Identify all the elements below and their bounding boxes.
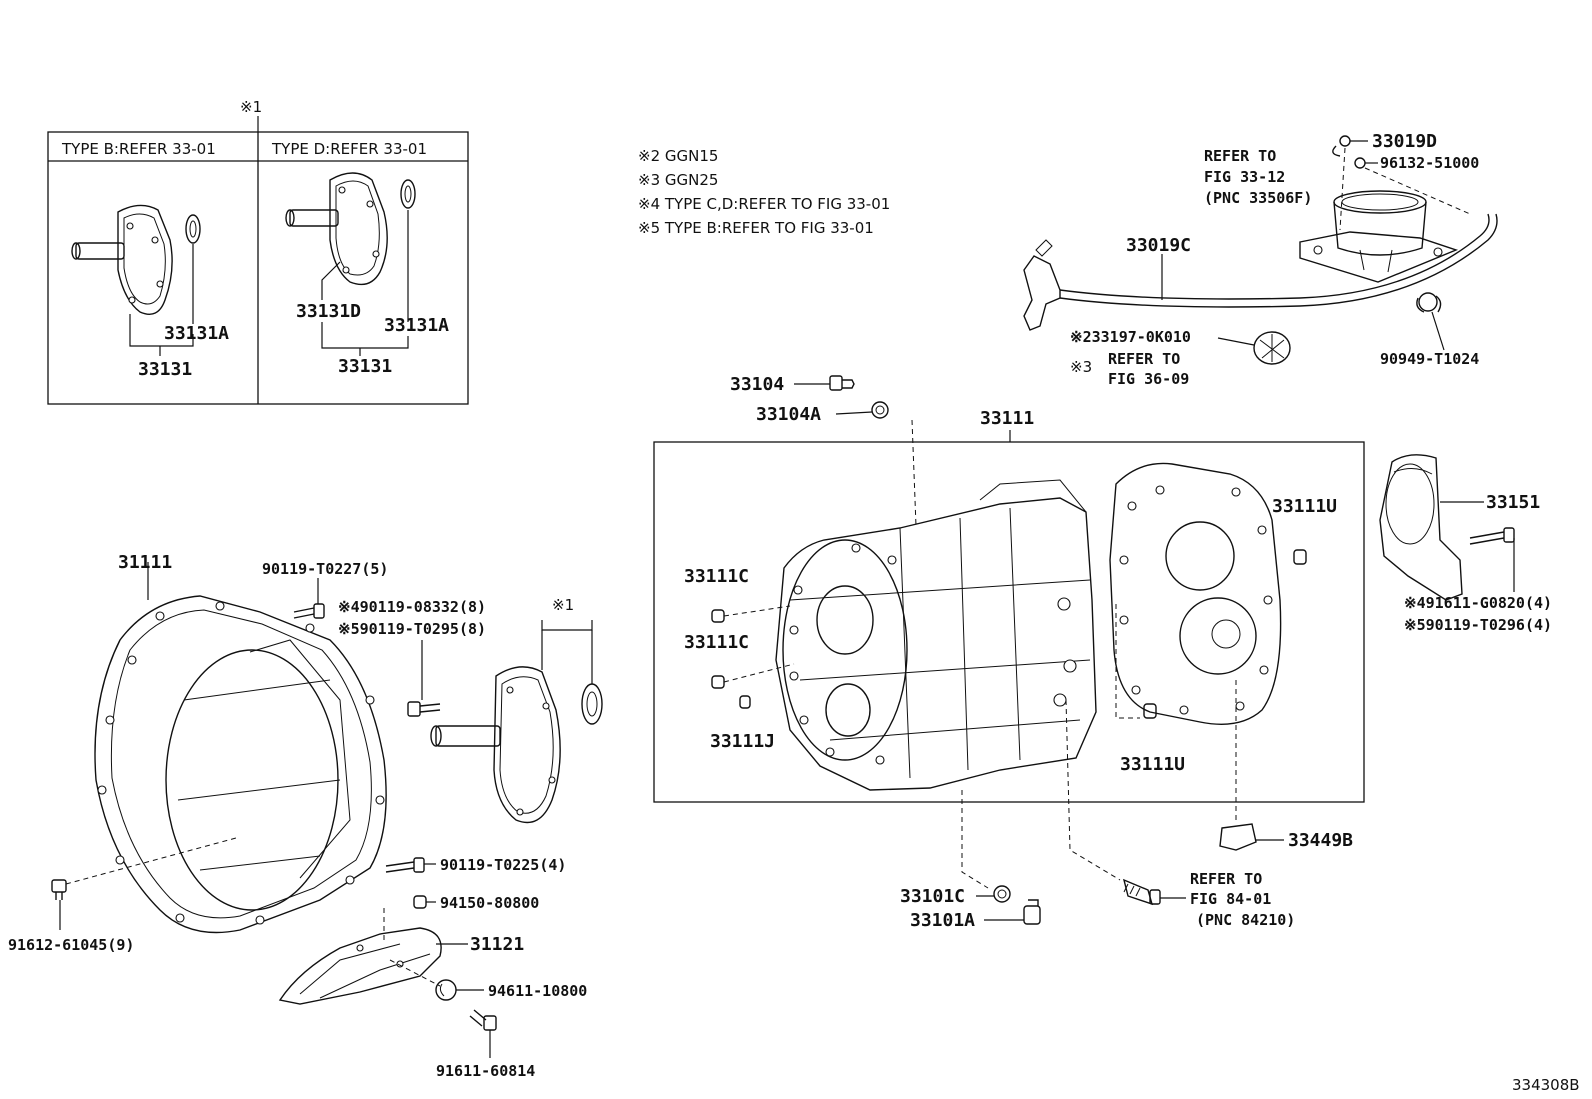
inset-variant-box: ※1 TYPE B:REFER 33-01 TYPE D:REFER 33-01… [47, 98, 469, 405]
label-33019D: 33019D [1372, 131, 1437, 152]
label-33104: 33104 [730, 374, 784, 395]
label-33449B: 33449B [1288, 830, 1353, 851]
label-96132-51000: 96132-51000 [1380, 154, 1479, 172]
bolt-91611-G0820 [1469, 527, 1515, 545]
pin-33111C-lower [711, 675, 725, 689]
label-33111J: 33111J [710, 731, 775, 752]
drain-plug-33104 [829, 375, 855, 391]
label-33111C-upper: 33111C [684, 566, 749, 587]
label-type-b-seal: 33131A [164, 323, 229, 344]
dowel-pin-33111U-top [1293, 549, 1307, 565]
label-33111U-bottom: 33111U [1120, 754, 1185, 775]
pin-33111J [739, 695, 751, 709]
refer-369-prefix: ※3 [1070, 358, 1092, 376]
gasket-33104A [871, 401, 889, 419]
label-91611-60814: 91611-60814 [436, 1062, 535, 1080]
transmission-case-assembly: 33111 33104 33104A [653, 374, 1365, 803]
breather-hose-33019C [1023, 213, 1498, 331]
shift-lever-retainer [1299, 190, 1459, 283]
label-type-b-assy: 33131 [138, 359, 192, 380]
label-33101C: 33101C [900, 886, 965, 907]
label-type-d-retainer: 33131D [296, 301, 361, 322]
case-assembly-frame [653, 441, 1365, 803]
legend-note-5: ※5 TYPE B:REFER TO FIG 33-01 [638, 219, 874, 237]
refer-841-line3: (PNC 84210) [1196, 911, 1295, 929]
refer-369-line1: REFER TO [1108, 350, 1180, 368]
type-b-oil-seal [185, 214, 201, 244]
label-91611-G0820: ※491611-G0820(4) [1404, 594, 1552, 612]
label-31111: 31111 [118, 552, 172, 573]
bolt-91611-60814 [469, 1009, 497, 1031]
part-33449B [1219, 823, 1257, 851]
refer-841-line2: FIG 84-01 [1190, 890, 1271, 908]
shift-lever-boot [1253, 331, 1291, 365]
inset-col-d-header: TYPE D:REFER 33-01 [271, 140, 427, 158]
figure-number: 334308B [1512, 1076, 1580, 1094]
pin-33111C-upper [711, 609, 725, 623]
backup-light-switch [1122, 878, 1161, 906]
hose-clamp-90949 [1416, 292, 1442, 313]
inset-col-b-header: TYPE B:REFER 33-01 [61, 140, 216, 158]
plug-33101A [1023, 899, 1041, 925]
refer-shift-line2: FIG 33-12 [1204, 168, 1285, 186]
label-33101A: 33101A [910, 910, 975, 931]
refer-shift-line1: REFER TO [1204, 147, 1276, 165]
gasket-33101C [993, 885, 1011, 903]
label-33111C-lower: 33111C [684, 632, 749, 653]
type-d-retainer-leader [321, 261, 341, 300]
label-94150-80800: 94150-80800 [440, 894, 539, 912]
label-33151: 33151 [1486, 492, 1540, 513]
shift-retainer-group: 33019D 96132-51000 REFER TO FIG 33-12 (P… [1023, 131, 1498, 388]
marker-1: ※1 [552, 596, 574, 614]
dowel-pin-33111U-bottom [1143, 703, 1157, 719]
label-91612-61045: 91612-61045(9) [8, 936, 134, 954]
refer-841-line1: REFER TO [1190, 870, 1262, 888]
label-33197-0K010: ※233197-0K010 [1070, 328, 1191, 346]
label-90119-08332: ※490119-08332(8) [338, 598, 486, 616]
legend-note-3: ※3 GGN25 [638, 171, 718, 189]
clutch-housing-31111 [94, 595, 387, 934]
label-90119-T0225: 90119-T0225(4) [440, 856, 566, 874]
label-31121: 31121 [470, 934, 524, 955]
housing-cover-31121 [278, 927, 442, 1005]
legend-note-2: ※2 GGN15 [638, 147, 718, 165]
bolt-90119-T0227 [293, 603, 325, 619]
label-33111: 33111 [980, 408, 1034, 429]
type-d-oil-seal [400, 179, 416, 209]
legend-note-4: ※4 TYPE C,D:REFER TO FIG 33-01 [638, 195, 890, 213]
label-90119-T0295: ※590119-T0295(8) [338, 620, 486, 638]
label-94611-10800: 94611-10800 [488, 982, 587, 1000]
case-intermediate-plate [1109, 462, 1282, 725]
type-b-assy-bracket [129, 314, 194, 347]
bolt-91612-61045 [51, 879, 67, 900]
type-d-assy-bracket [321, 322, 409, 349]
label-90119-T0227: 90119-T0227(5) [262, 560, 388, 578]
type-b-bearing-retainer [71, 204, 173, 315]
washer-94611 [435, 979, 457, 1001]
refer-shift-line3: (PNC 33506F) [1204, 189, 1312, 207]
label-type-d-assy: 33131 [338, 356, 392, 377]
bolt-90119-T0225 [385, 857, 425, 873]
label-33111U-top: 33111U [1272, 496, 1337, 517]
front-bearing-retainer [430, 666, 561, 824]
label-33104A: 33104A [756, 404, 821, 425]
label-90949-T1024: 90949-T1024 [1380, 350, 1479, 368]
refer-369-line2: FIG 36-09 [1108, 370, 1189, 388]
bolt-90119-T0295 [407, 701, 441, 717]
transmission-case [775, 479, 1097, 791]
front-oil-seal [581, 683, 603, 725]
label-type-d-seal: 33131A [384, 315, 449, 336]
cover-33151 [1379, 454, 1463, 601]
breather-plug-96132 [1354, 157, 1366, 169]
legend-notes: ※2 GGN15 ※3 GGN25 ※4 TYPE C,D:REFER TO F… [638, 147, 890, 237]
label-90119-T0296: ※590119-T0296(4) [1404, 616, 1552, 634]
nut-94150 [413, 895, 427, 909]
inset-marker: ※1 [240, 98, 262, 116]
label-33019C: 33019C [1126, 235, 1191, 256]
breather-plug-33019D [1332, 135, 1351, 157]
type-d-bearing-retainer [285, 172, 388, 286]
